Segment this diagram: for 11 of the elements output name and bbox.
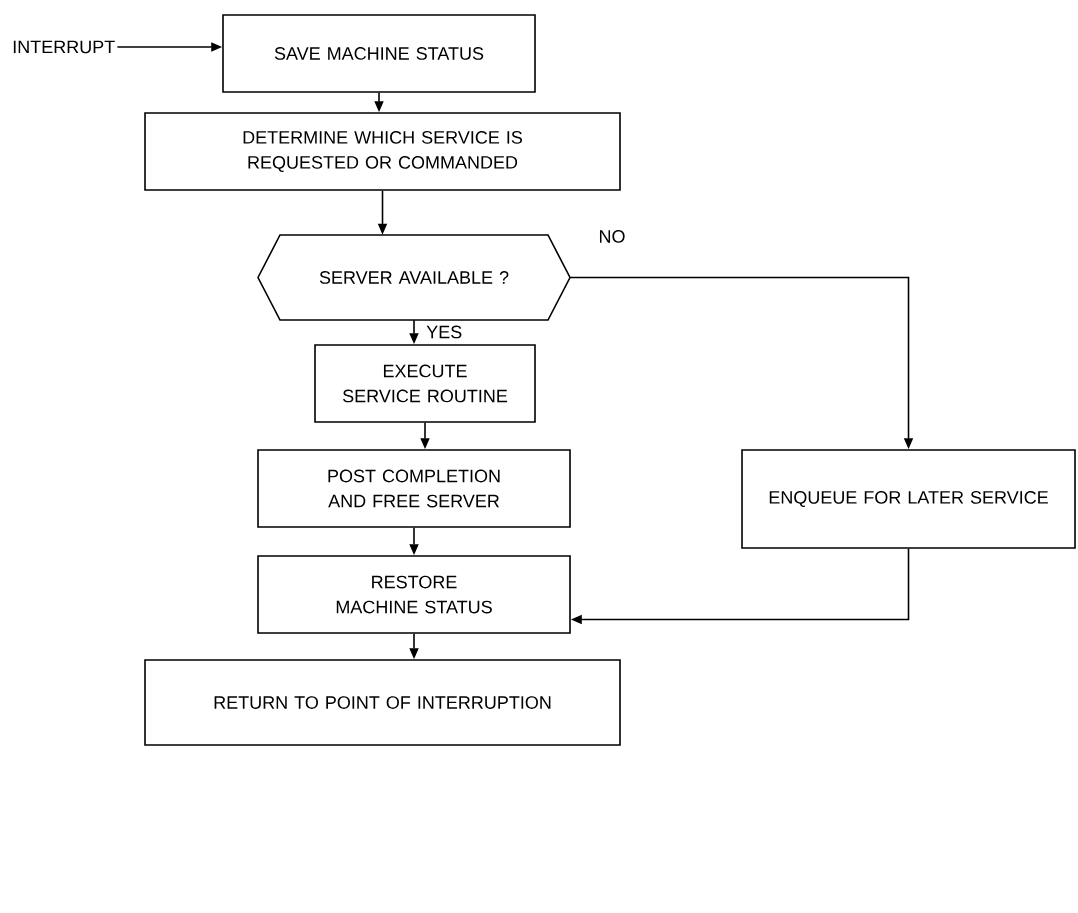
process-box: RETURN TO POINT OF INTERRUPTION	[144, 659, 621, 746]
process-box: ENQUEUE FOR LATER SERVICE	[741, 449, 1076, 549]
decision-hexagon: SERVER AVAILABLE ?	[257, 234, 571, 321]
process-box: RESTORE MACHINE STATUS	[257, 555, 571, 634]
start-label: INTERRUPT	[13, 40, 115, 54]
edge-label: NO	[596, 228, 628, 245]
process-box: DETERMINE WHICH SERVICE IS REQUESTED OR COMMANDED	[144, 112, 621, 191]
process-box: EXECUTE SERVICE ROUTINE	[314, 344, 536, 423]
process-box: SAVE MACHINE STATUS	[222, 14, 536, 93]
process-box: POST COMPLETION AND FREE SERVER	[257, 449, 571, 528]
edge-label: YES	[424, 323, 465, 341]
